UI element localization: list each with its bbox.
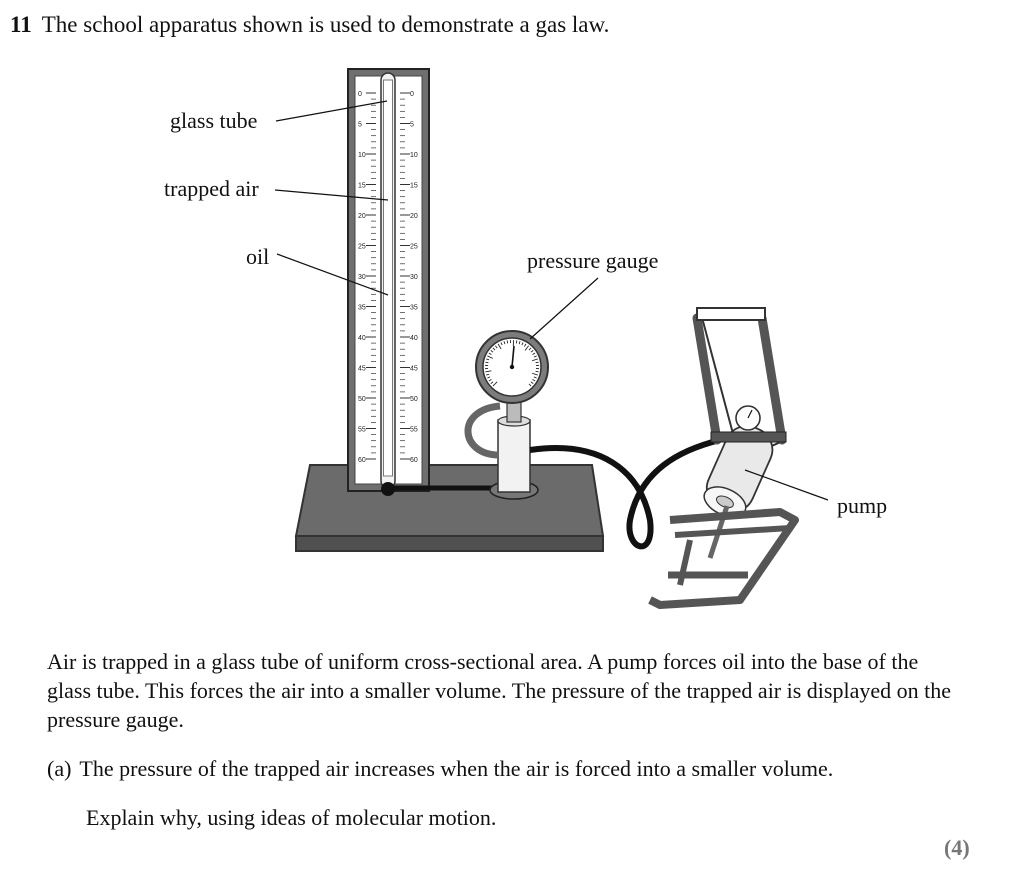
label-pressure-gauge: pressure gauge	[527, 248, 659, 273]
description-paragraph: Air is trapped in a glass tube of unifor…	[47, 649, 951, 732]
gauge-tick	[530, 381, 534, 385]
scale-number-left: 55	[358, 427, 366, 434]
scale-number-left: 50	[358, 396, 366, 403]
scale-number-right: 50	[410, 396, 418, 403]
label-leaders	[274, 100, 829, 501]
scale-number-right: 10	[410, 152, 418, 159]
scale-number-right: 55	[410, 427, 418, 434]
gauge-tick	[488, 379, 492, 382]
gauge-tick	[532, 379, 536, 382]
gauge-tick	[533, 376, 537, 379]
gauge-tick	[486, 373, 490, 376]
pump-hose	[529, 437, 721, 550]
scale-number-left: 60	[358, 457, 366, 464]
part-a-text: The pressure of the trapped air increase…	[79, 756, 834, 781]
scale-number-left: 25	[358, 244, 366, 251]
gauge-tick	[490, 381, 494, 385]
scale-numbers: 0 5 10 15 20 25 30 35 40 45 50 55 60 0 5 10 15 20 25 30 35 40…	[358, 91, 418, 464]
part-a-instruction: Explain why, using ideas of molecular mo…	[86, 805, 497, 830]
gauge-tick	[535, 361, 539, 364]
gauge-tick	[515, 340, 518, 344]
scale-number-left: 20	[358, 213, 366, 220]
question-header: 11 The school apparatus shown is used to …	[10, 12, 609, 38]
base-platform	[294, 464, 605, 552]
gauge-tick	[524, 343, 527, 347]
gauge-tick	[492, 347, 496, 351]
gauge-tick	[492, 381, 498, 387]
gauge-tick	[503, 341, 506, 345]
gauge-tick	[506, 340, 509, 344]
gauge-tick	[494, 345, 498, 349]
scale-ticks	[366, 92, 410, 460]
scale-number-right: 30	[410, 274, 418, 281]
scale-number-right: 15	[410, 183, 418, 190]
part-a: (a) The pressure of the trapped air incre…	[47, 756, 833, 782]
scale-number-left: 30	[358, 274, 366, 281]
gauge-tick	[490, 349, 494, 353]
scale-number-right: 25	[410, 244, 418, 251]
gauge-tick	[532, 352, 536, 355]
question-stem: The school apparatus shown is used to de…	[41, 12, 610, 37]
gauge-tick	[488, 352, 492, 355]
gauge-tick	[485, 361, 489, 364]
apparatus-diagram: 0 5 10 15 20 25 30 35 40 45 50 55 60 0 5 10 15 20 25 30 35 40…	[274, 68, 829, 609]
scale-number-right: 5	[410, 122, 414, 129]
gauge-tick	[486, 358, 490, 361]
glass-tube	[380, 72, 396, 496]
scale-number-left: 10	[358, 152, 366, 159]
scale-number-right: 60	[410, 457, 418, 464]
label-trapped-air: trapped air	[164, 176, 259, 201]
scale-number-right: 20	[410, 213, 418, 220]
pressure-gauge	[464, 330, 549, 500]
gauge-tick	[485, 370, 492, 373]
scale-number-right: 35	[410, 305, 418, 312]
gauge-tick	[487, 376, 491, 379]
gauge-tick	[497, 343, 502, 350]
scale-number-left: 35	[358, 305, 366, 312]
scale-number-left: 40	[358, 335, 366, 342]
gauge-tick	[533, 355, 537, 358]
gauge-tick	[500, 342, 503, 346]
gauge-tick	[531, 358, 538, 362]
scale-number-left: 45	[358, 366, 366, 373]
scale-number-right: 0	[410, 91, 414, 98]
gauge-tick	[528, 347, 532, 351]
question-number: 11	[10, 12, 32, 37]
gauge-tick	[524, 345, 530, 351]
label-glass-tube: glass tube	[170, 108, 258, 133]
gauge-tick	[521, 342, 524, 346]
scale-number-left: 15	[358, 183, 366, 190]
scale-number-right: 40	[410, 335, 418, 342]
gauge-tick	[530, 349, 534, 353]
gauge-tick	[487, 355, 494, 359]
gauge-tick	[528, 383, 532, 387]
scale-number-right: 45	[410, 366, 418, 373]
scale-number-left: 0	[358, 91, 362, 98]
gauge-dial-ticks	[485, 340, 539, 387]
gauge-tick	[518, 341, 521, 345]
gauge-needle	[511, 345, 515, 368]
label-pump: pump	[837, 493, 888, 518]
gauge-tick	[531, 372, 538, 376]
gauge-tick	[535, 370, 539, 373]
foot-pump	[648, 307, 799, 609]
scale-number-left: 5	[358, 122, 362, 129]
marks-allocation: (4)	[944, 835, 970, 860]
label-oil: oil	[246, 244, 270, 269]
part-a-label: (a)	[47, 756, 72, 781]
